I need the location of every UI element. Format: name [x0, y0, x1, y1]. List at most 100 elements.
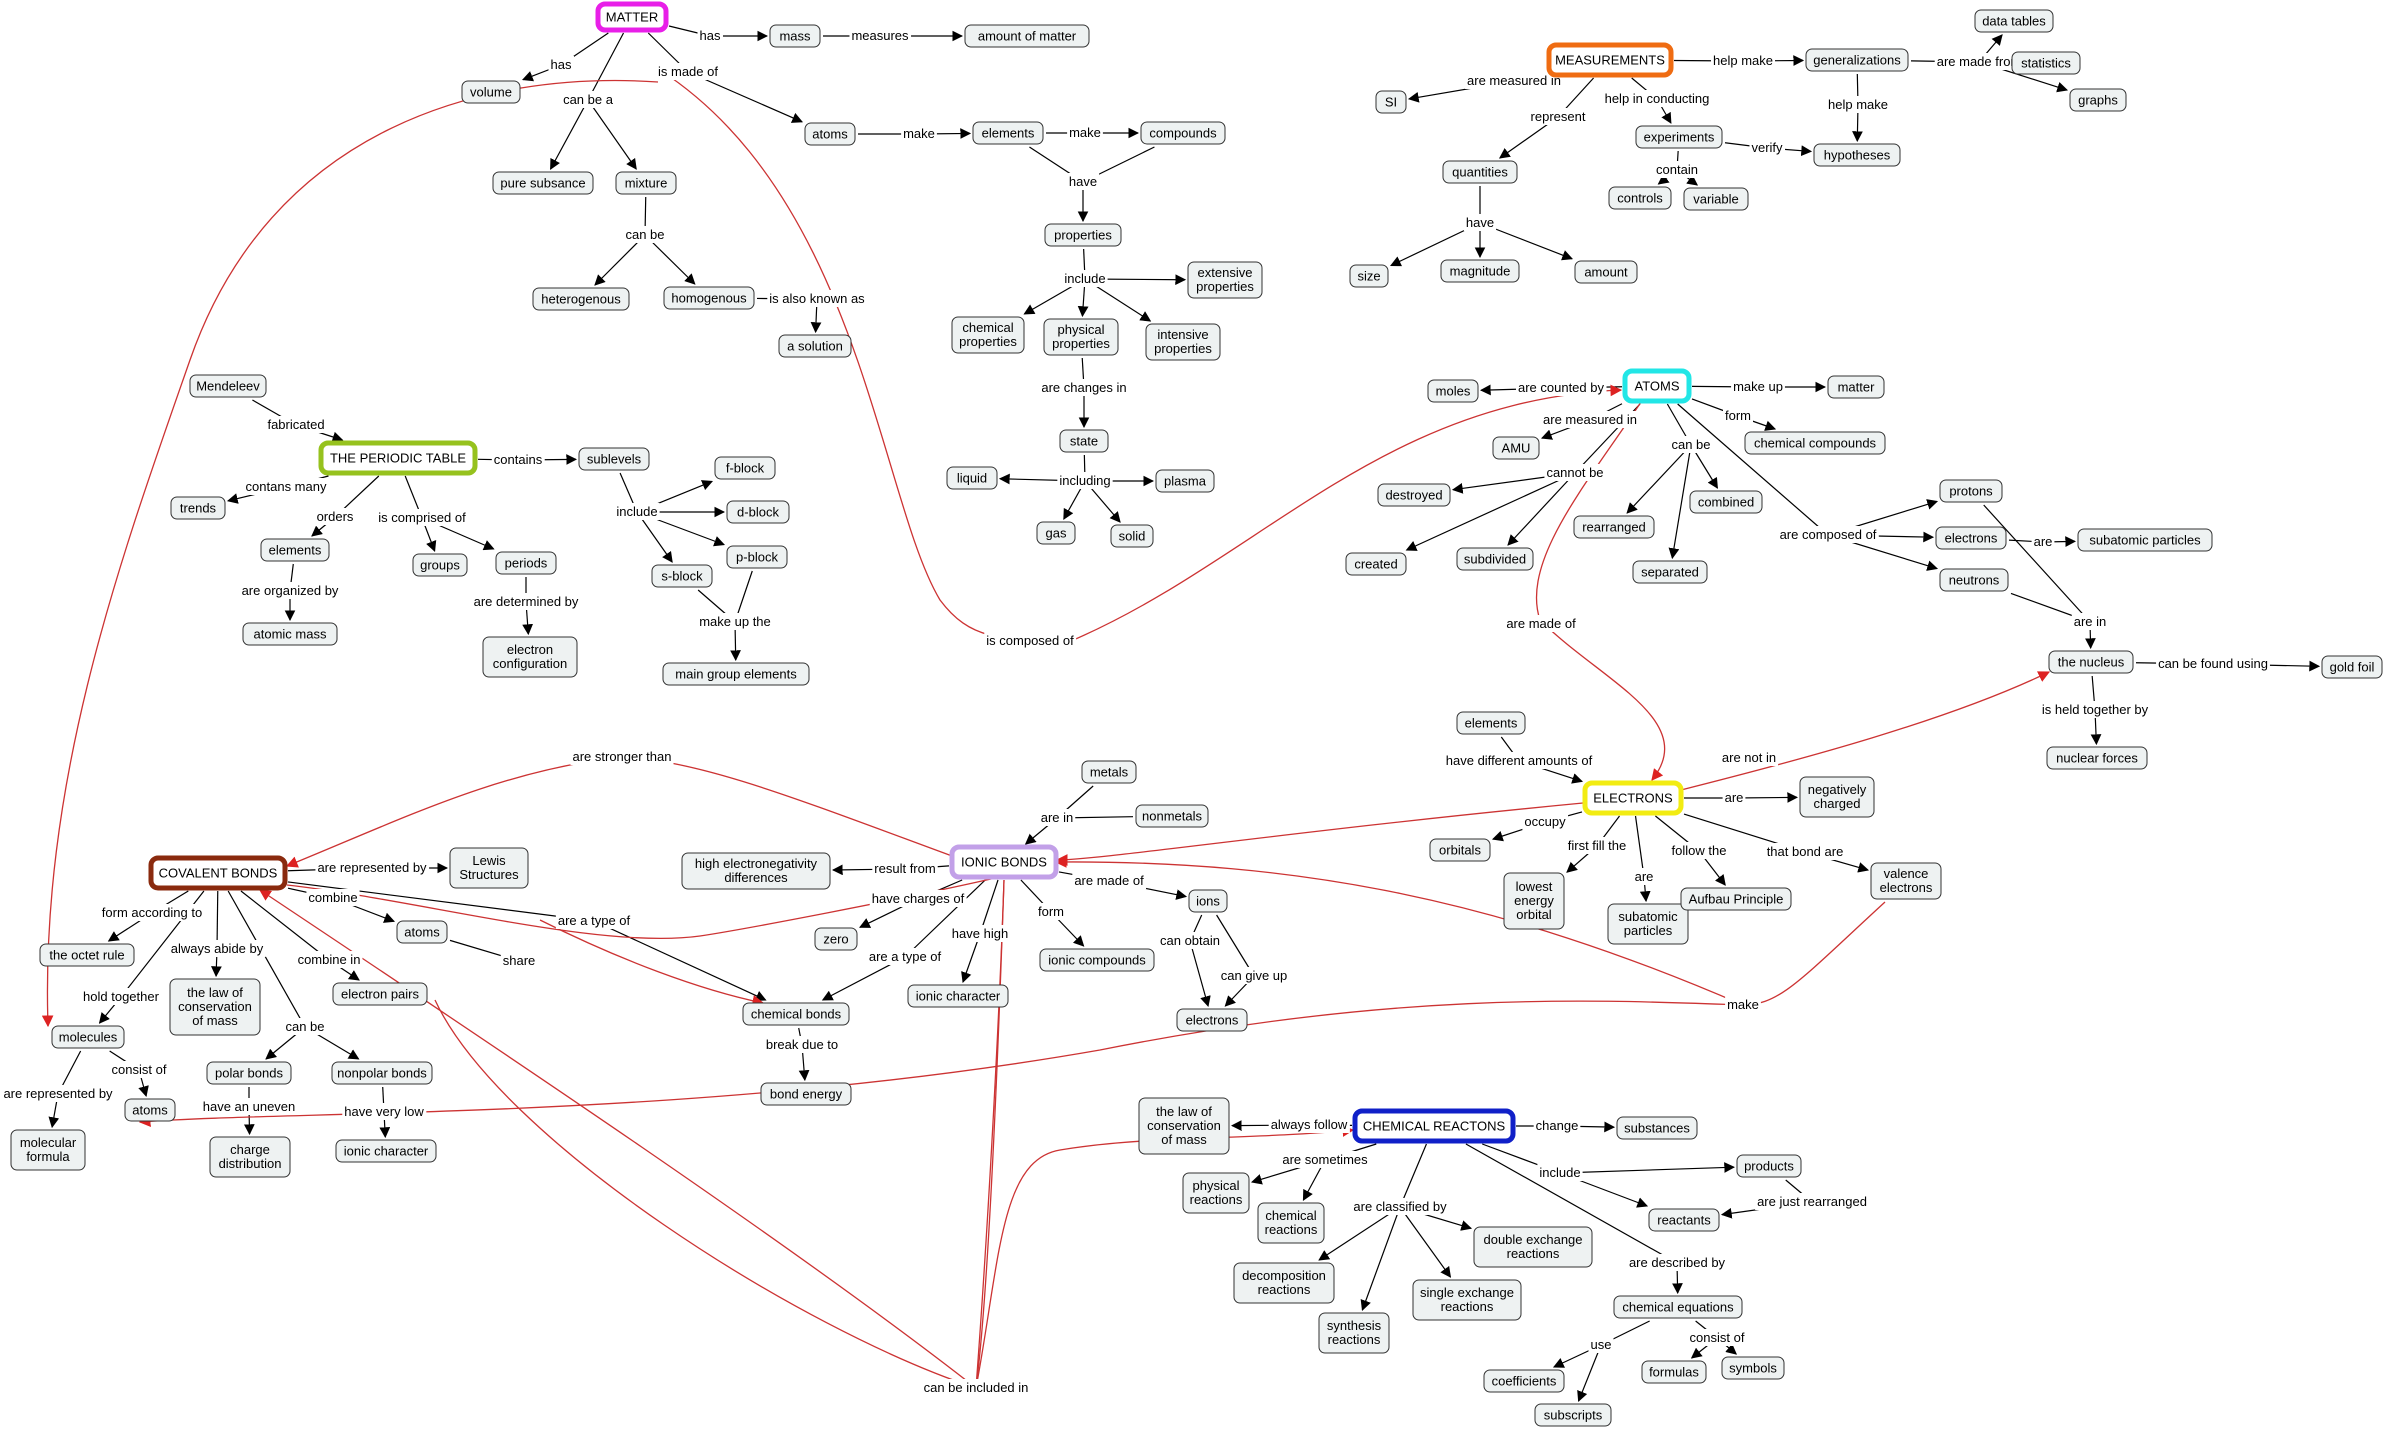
- node-nonmetals[interactable]: nonmetals: [1135, 804, 1209, 828]
- node-subdivided[interactable]: subdivided: [1456, 547, 1534, 571]
- node-elements-m[interactable]: elements: [972, 121, 1044, 145]
- node-data-tables[interactable]: data tables: [1974, 9, 2054, 33]
- node-quantities[interactable]: quantities: [1442, 160, 1518, 184]
- node-ionic-character-c[interactable]: ionic character: [335, 1139, 437, 1163]
- node-amu[interactable]: AMU: [1492, 436, 1540, 460]
- node-compounds[interactable]: compounds: [1140, 121, 1226, 145]
- node-elements-e[interactable]: elements: [1456, 711, 1526, 735]
- node-si[interactable]: SI: [1375, 90, 1407, 114]
- node-nuclear-forces[interactable]: nuclear forces: [2046, 746, 2148, 770]
- node-amount-of-matter[interactable]: amount of matter: [964, 24, 1090, 48]
- node-zero[interactable]: zero: [814, 927, 858, 951]
- node-elements-p[interactable]: elements: [260, 538, 330, 562]
- node-homogenous[interactable]: homogenous: [663, 286, 755, 310]
- node-neutrons[interactable]: neutrons: [1939, 568, 2009, 592]
- node-measurements[interactable]: MEASUREMENTS: [1546, 42, 1674, 78]
- node-heterogenous[interactable]: heterogenous: [532, 287, 630, 311]
- node-ionic-character-i[interactable]: ionic character: [907, 984, 1009, 1008]
- node-chemical-compounds[interactable]: chemical compounds: [1744, 431, 1886, 455]
- node-chemical-equations[interactable]: chemical equations: [1613, 1295, 1743, 1319]
- node-symbols[interactable]: symbols: [1721, 1356, 1785, 1380]
- node-state[interactable]: state: [1059, 429, 1109, 453]
- node-graphs[interactable]: graphs: [2069, 88, 2127, 112]
- node-periodic-table[interactable]: THE PERIODIC TABLE: [318, 440, 478, 476]
- node-reactants[interactable]: reactants: [1648, 1208, 1720, 1232]
- node-electrons-small[interactable]: electrons: [1935, 526, 2007, 550]
- node-d-block[interactable]: d-block: [726, 500, 790, 524]
- node-subscripts[interactable]: subscripts: [1534, 1403, 1612, 1427]
- node-variable[interactable]: variable: [1683, 187, 1749, 211]
- node-orbitals[interactable]: orbitals: [1429, 838, 1491, 862]
- node-atoms-m[interactable]: atoms: [804, 122, 856, 146]
- node-moles[interactable]: moles: [1427, 379, 1479, 403]
- node-groups[interactable]: groups: [412, 553, 468, 577]
- node-s-block[interactable]: s-block: [651, 564, 713, 588]
- node-atoms-c[interactable]: atoms: [396, 920, 448, 944]
- node-matter-small[interactable]: matter: [1827, 375, 1885, 399]
- node-molecules[interactable]: molecules: [51, 1025, 125, 1049]
- node-electrons-hub[interactable]: ELECTRONS: [1582, 780, 1684, 816]
- node-plasma[interactable]: plasma: [1155, 469, 1215, 493]
- node-pure-substance[interactable]: pure subsance: [492, 171, 594, 195]
- node-p-block[interactable]: p-block: [726, 545, 788, 569]
- node-chem-reactions[interactable]: CHEMICAL REACTONS: [1352, 1108, 1516, 1144]
- node-metals[interactable]: metals: [1081, 760, 1137, 784]
- node-mixture[interactable]: mixture: [615, 171, 677, 195]
- node-ionic-compounds[interactable]: ionic compounds: [1039, 948, 1155, 972]
- node-rearranged[interactable]: rearranged: [1573, 515, 1655, 539]
- node-gold-foil[interactable]: gold foil: [2321, 655, 2383, 679]
- node-trends[interactable]: trends: [170, 496, 226, 520]
- node-nonpolar-bonds[interactable]: nonpolar bonds: [331, 1061, 433, 1085]
- node-magnitude[interactable]: magnitude: [1440, 259, 1520, 283]
- node-experiments[interactable]: experiments: [1635, 125, 1723, 149]
- node-covalent[interactable]: COVALENT BONDS: [148, 855, 288, 891]
- node-ionic[interactable]: IONIC BONDS: [949, 844, 1059, 880]
- node-hypotheses[interactable]: hypotheses: [1813, 143, 1901, 167]
- node-bond-energy[interactable]: bond energy: [760, 1082, 852, 1106]
- node-f-block[interactable]: f-block: [714, 456, 776, 480]
- node-octet[interactable]: the octet rule: [39, 943, 135, 967]
- node-main-group[interactable]: main group elements: [662, 662, 810, 686]
- node-statistics[interactable]: statistics: [2011, 51, 2081, 75]
- node-atoms-c2[interactable]: atoms: [124, 1098, 176, 1122]
- node-polar-bonds[interactable]: polar bonds: [206, 1061, 292, 1085]
- node-amount[interactable]: amount: [1574, 260, 1638, 284]
- node-size[interactable]: size: [1349, 264, 1389, 288]
- node-chemical-bonds[interactable]: chemical bonds: [742, 1002, 850, 1026]
- node-substances[interactable]: substances: [1616, 1116, 1698, 1140]
- node-formulas[interactable]: formulas: [1641, 1360, 1707, 1384]
- node-generalizations[interactable]: generalizations: [1805, 48, 1909, 72]
- node-solid[interactable]: solid: [1110, 524, 1154, 548]
- node-a-solution[interactable]: a solution: [778, 334, 852, 358]
- node-liquid[interactable]: liquid: [946, 466, 998, 490]
- node-destroyed[interactable]: destroyed: [1377, 483, 1451, 507]
- node-combined[interactable]: combined: [1689, 490, 1763, 514]
- node-separated[interactable]: separated: [1632, 560, 1708, 584]
- node-properties[interactable]: properties: [1044, 223, 1122, 247]
- node-aufbau[interactable]: Aufbau Principle: [1680, 887, 1792, 911]
- node-matter[interactable]: MATTER: [595, 1, 669, 33]
- node-controls[interactable]: controls: [1608, 186, 1672, 210]
- node-electron-pairs[interactable]: electron pairs: [332, 982, 428, 1006]
- node-mendeleev[interactable]: Mendeleev: [189, 374, 267, 398]
- node-periods[interactable]: periods: [495, 551, 557, 575]
